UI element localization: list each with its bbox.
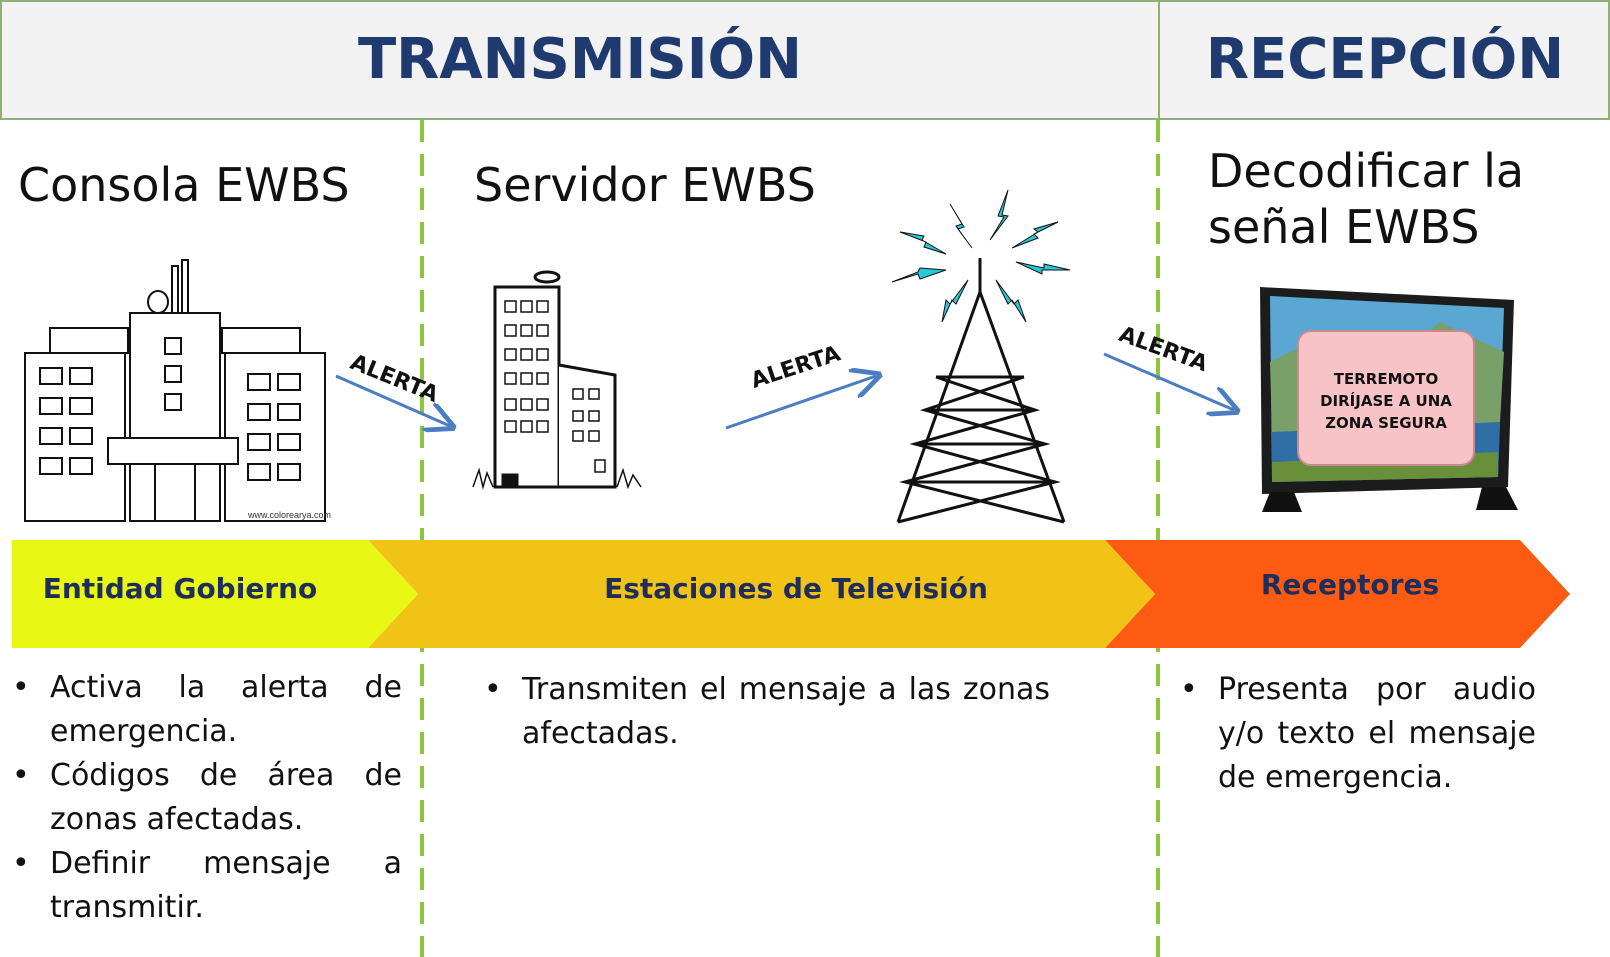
list-item: Definir mensaje a transmitir. (12, 842, 402, 930)
tv-alert-message-box: TERREMOTO DIRÍJASE A UNA ZONA SEGURA (1297, 330, 1475, 466)
band-label-estaciones: Estaciones de Televisión (604, 572, 988, 605)
decode-title-line-2: señal EWBS (1208, 200, 1480, 254)
description-list-gobierno: Activa la alerta de emergencia. Códigos … (12, 666, 402, 930)
reception-heading: RECEPCIÓN (1205, 27, 1565, 92)
list-item: Códigos de área de zonas afectadas. (12, 754, 402, 842)
column-divider-2 (1156, 120, 1160, 957)
alert-arrow-3 (1103, 352, 1234, 410)
broadcast-tower-icon (891, 189, 1071, 524)
tv-message-line-1: TERREMOTO (1333, 370, 1439, 388)
government-building-icon (24, 259, 326, 522)
alert-arrow-2 (725, 376, 876, 430)
header-band (0, 0, 1610, 120)
column-divider-1 (420, 120, 424, 957)
tv-message-line-3: ZONA SEGURA (1325, 414, 1447, 432)
header-divider (1158, 0, 1160, 120)
alert-arrow-1 (335, 374, 450, 426)
tv-message-line-2: DIRÍJASE A UNA (1320, 392, 1452, 410)
description-list-estaciones: Transmiten el mensaje a las zonas afecta… (484, 668, 1050, 756)
image-credit: www.colorearya.com (248, 510, 332, 520)
band-receptores (1105, 540, 1570, 648)
list-item: Presenta por audio y/o texto el mensaje … (1180, 668, 1536, 800)
band-entidad (12, 540, 418, 648)
transmission-heading: TRANSMISIÓN (357, 27, 803, 92)
server-title: Servidor EWBS (474, 158, 816, 212)
decode-title-line-1: Decodificar la (1208, 144, 1525, 198)
flow-bands (12, 540, 1570, 648)
list-item: Transmiten el mensaje a las zonas afecta… (484, 668, 1050, 756)
list-item: Activa la alerta de emergencia. (12, 666, 402, 754)
band-label-receptores: Receptores (1260, 568, 1440, 601)
tv-station-building-icon (472, 270, 642, 490)
band-label-entidad: Entidad Gobierno (42, 572, 318, 605)
description-list-receptores: Presenta por audio y/o texto el mensaje … (1180, 668, 1536, 800)
console-title: Consola EWBS (18, 158, 350, 212)
band-estaciones (368, 540, 1155, 648)
